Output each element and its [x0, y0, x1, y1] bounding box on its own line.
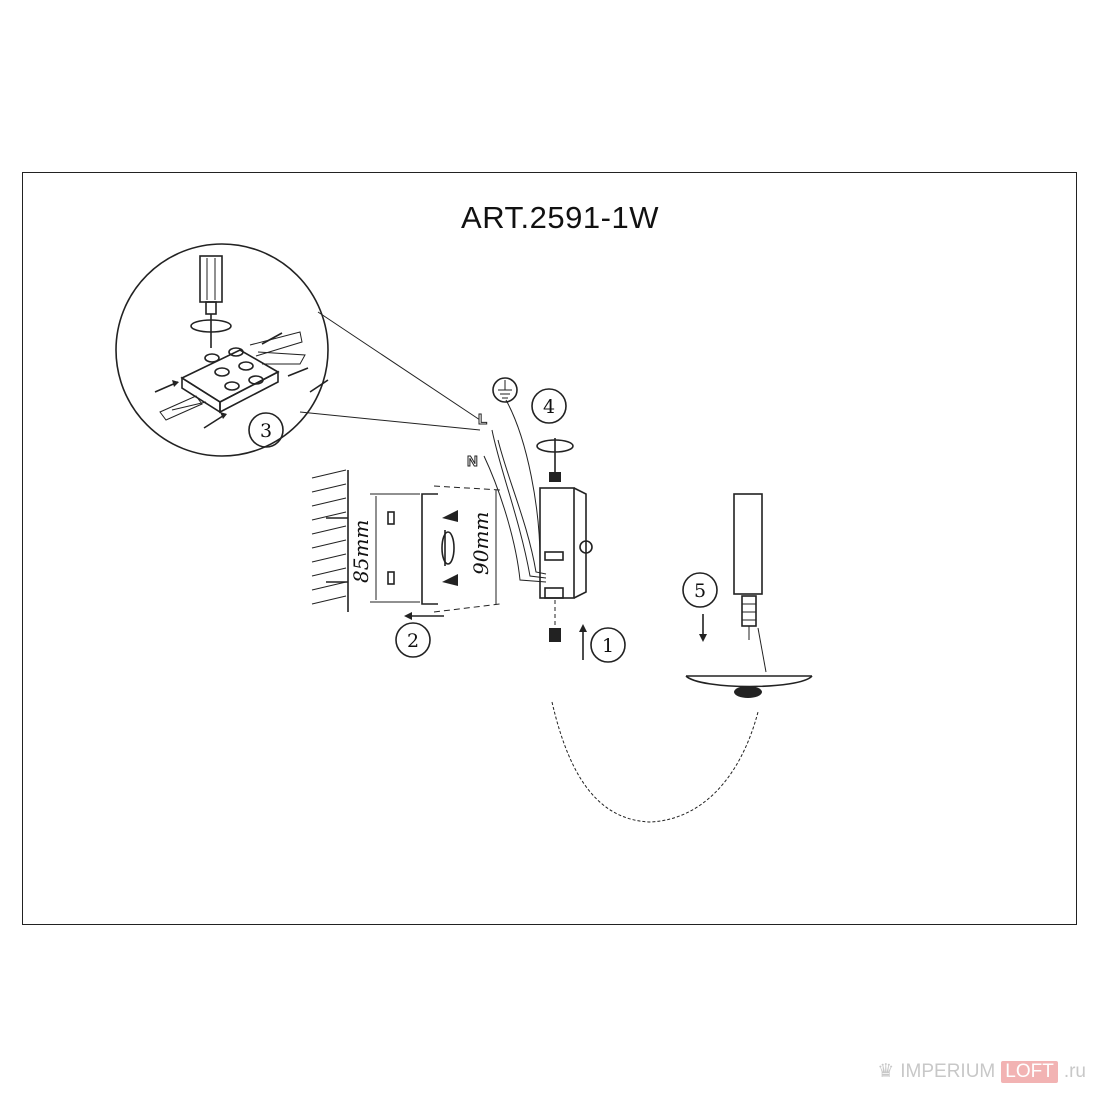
wire-neutral-label: N — [467, 453, 478, 470]
step-4-label: 4 — [543, 396, 555, 418]
screwdriver-icon — [199, 255, 223, 348]
wires — [483, 399, 547, 583]
wall-plate — [539, 487, 593, 599]
step-5-label: 5 — [694, 580, 706, 602]
step-2-label: 2 — [407, 630, 419, 652]
candle-cup — [685, 675, 813, 698]
arrow-left-icon — [404, 612, 412, 620]
mounting-bracket — [421, 485, 501, 613]
screw-icon — [549, 472, 561, 482]
step-3-label: 3 — [260, 420, 272, 442]
watermark-logo-icon: ♛ — [877, 1061, 895, 1082]
ground-icon — [492, 377, 518, 403]
drawing-frame — [22, 172, 1077, 925]
rotate-arrow-icon — [190, 319, 232, 333]
dimension-85 — [370, 493, 420, 603]
arrow-down-icon — [699, 634, 707, 642]
step-3-badge — [248, 412, 284, 448]
step-2-badge — [395, 622, 431, 658]
rotate-arrow-icon — [441, 531, 455, 565]
step-4-badge — [531, 388, 567, 424]
wire-live-label: L — [478, 411, 487, 428]
dimension-90-label: 90mm — [469, 512, 493, 575]
arrow-up-icon — [579, 624, 587, 632]
lamp-socket — [733, 493, 767, 673]
page-title: ART.2591-1W — [461, 200, 659, 235]
step-1-badge — [590, 627, 626, 663]
step-1-label: 1 — [602, 635, 614, 657]
dimension-85-label: 85mm — [349, 520, 373, 583]
lamp-arm — [548, 649, 759, 823]
detail-magnifier — [115, 243, 481, 457]
terminal-block — [159, 331, 306, 421]
thread-nipple — [549, 628, 561, 642]
step-5-badge — [682, 572, 718, 608]
wall-section — [311, 469, 349, 612]
